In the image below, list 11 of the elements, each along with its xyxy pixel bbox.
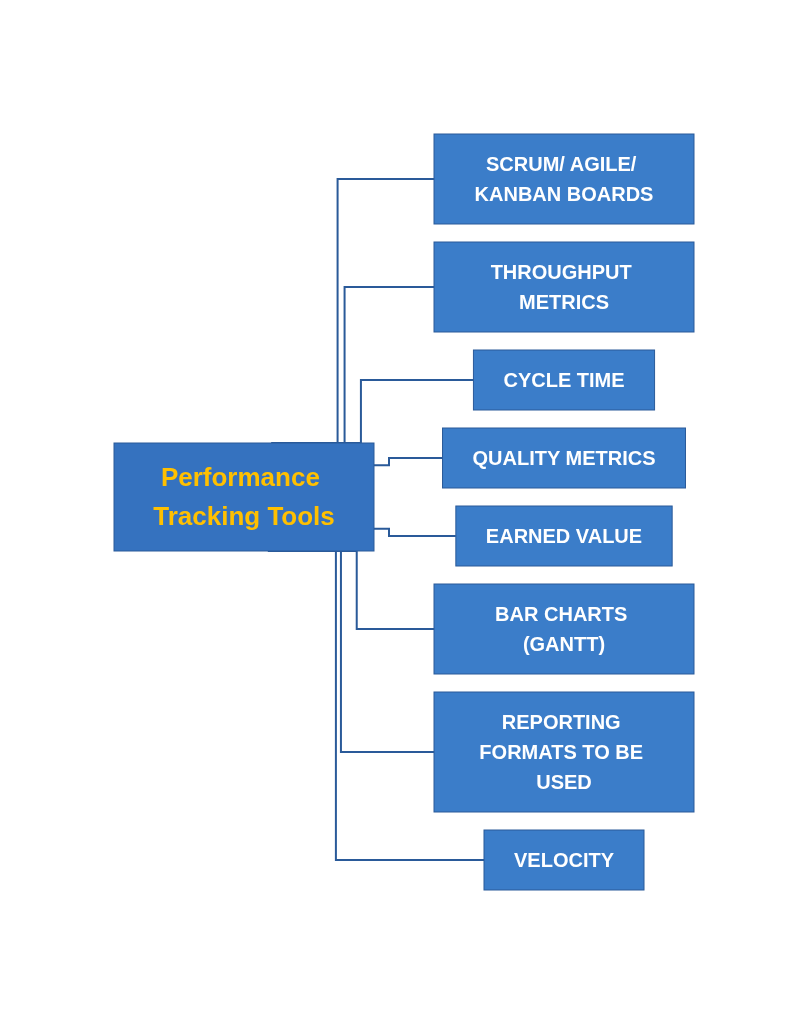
node-box: THROUGHPUT METRICS	[433, 241, 695, 333]
node-box: BAR CHARTS (GANTT)	[433, 583, 695, 675]
node-box: VELOCITY	[483, 829, 645, 891]
node-box: QUALITY METRICS	[442, 427, 686, 489]
node-box: Performance Tracking Tools	[113, 442, 375, 552]
node-box: REPORTING FORMATS TO BE USED	[433, 691, 695, 813]
node-box: CYCLE TIME	[472, 349, 656, 411]
node-box: SCRUM/ AGILE/ KANBAN BOARDS	[433, 133, 695, 225]
connector	[373, 457, 444, 467]
connector	[373, 527, 457, 537]
node-box: EARNED VALUE	[455, 505, 673, 567]
